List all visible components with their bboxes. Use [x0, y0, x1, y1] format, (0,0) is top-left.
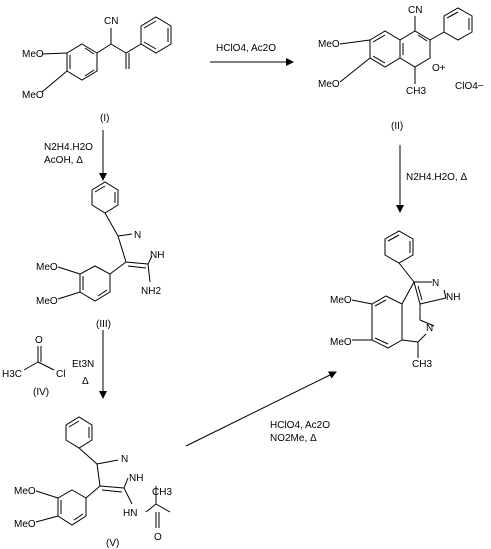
product-compound: N NH N CH3 MeO MeO — [330, 230, 460, 370]
compound-i-label: (I) — [100, 113, 109, 124]
arrow-i-to-iii: N2H4.H2O AcOH, Δ — [44, 130, 107, 181]
compound-iii-label: (III) — [96, 319, 111, 330]
arrow-ii-to-product: N2H4.H2O, Δ — [396, 145, 467, 213]
compound-ii-meo-lower: MeO — [318, 79, 340, 90]
compound-iv-o: O — [35, 335, 43, 346]
compound-iii-nh: NH — [150, 250, 164, 261]
product-n-ring: N — [426, 323, 433, 334]
product-nh: NH — [446, 292, 460, 303]
compound-iv: O H3C Cl (IV) — [2, 335, 65, 398]
compound-ii-benzo-ring — [369, 30, 401, 68]
compound-iii-dimethoxyphenyl-ring — [79, 265, 111, 302]
compound-ii: CN O+ MeO MeO CH3 ClO4− (II) — [318, 5, 484, 132]
compound-ii-counterion: ClO4− — [455, 81, 484, 92]
arrow-i-to-ii: HClO4, Ac2O — [210, 43, 294, 66]
compound-ii-o-plus: O+ — [432, 63, 446, 74]
compound-ii-label: (II) — [391, 121, 403, 132]
reagent-iii-to-v-line1: Et3N — [72, 359, 94, 370]
reagent-i-to-ii: HClO4, Ac2O — [216, 43, 276, 54]
compound-iii-n: N — [134, 230, 141, 241]
compound-iii-phenyl-ring — [91, 181, 119, 214]
compound-v-meo-upper: MeO — [14, 486, 36, 497]
reagent-i-to-iii-line1: N2H4.H2O — [44, 142, 93, 153]
product-meo-upper: MeO — [330, 295, 352, 306]
compound-iv-h3c: H3C — [2, 369, 22, 380]
compound-v-o: O — [154, 532, 162, 543]
reagent-v-to-product-line1: HClO4, Ac2O — [270, 420, 330, 431]
compound-i-meo-upper: MeO — [22, 49, 44, 60]
product-benzo-ring — [371, 295, 403, 349]
compound-iii-nh2: NH2 — [141, 286, 161, 297]
compound-v-nh: NH — [129, 473, 143, 484]
arrow-iii-to-v: Et3N Δ — [72, 330, 107, 399]
compound-iii-pyrazole-ring — [117, 233, 153, 269]
compound-ii-meo-upper: MeO — [318, 39, 340, 50]
compound-iii-meo-lower: MeO — [36, 296, 58, 307]
product-pyridine-ring — [401, 281, 435, 343]
compound-ii-pyrylium-ring — [399, 30, 431, 68]
compound-v-hn: HN — [123, 508, 137, 519]
compound-iii: N NH NH2 MeO MeO (III) — [36, 181, 164, 330]
compound-ii-ch3: CH3 — [406, 86, 426, 97]
compound-v-ch3: CH3 — [152, 487, 172, 498]
product-n-top: N — [432, 278, 439, 289]
arrow-v-to-product: HClO4, Ac2O NO2Me, Δ — [185, 371, 337, 447]
compound-i-phenyl-ring — [140, 16, 172, 54]
product-pyrazole-ring — [413, 281, 447, 305]
compound-v-meo-lower: MeO — [14, 519, 36, 530]
compound-i-cn: CN — [104, 16, 118, 27]
compound-iv-cl: Cl — [56, 369, 65, 380]
compound-v-phenyl-ring — [65, 416, 93, 449]
reagent-i-to-iii-line2: AcOH, Δ — [44, 155, 83, 166]
product-phenyl-ring — [384, 230, 414, 264]
compound-v-pyrazole-ring — [96, 459, 129, 493]
compound-v-dimethoxyphenyl-ring — [57, 489, 87, 526]
compound-v-label: (V) — [106, 538, 119, 549]
reagent-ii-to-product: N2H4.H2O, Δ — [406, 172, 467, 183]
compound-i-dimethoxyphenyl-ring — [66, 43, 98, 81]
compound-ii-cn: CN — [408, 5, 422, 16]
product-ch3: CH3 — [412, 359, 432, 370]
product-meo-lower: MeO — [330, 337, 352, 348]
compound-v: N NH HN CH3 O MeO MeO (V) — [14, 416, 172, 549]
compound-iv-label: (IV) — [33, 387, 49, 398]
compound-v-n: N — [121, 454, 128, 465]
compound-ii-phenyl-ring — [443, 7, 473, 41]
reagent-v-to-product-line2: NO2Me, Δ — [270, 433, 317, 444]
compound-i: CN MeO MeO (I) — [22, 16, 172, 124]
reagent-iii-to-v-line2: Δ — [82, 376, 89, 387]
compound-i-meo-lower: MeO — [22, 90, 44, 101]
compound-iii-meo-upper: MeO — [36, 262, 58, 273]
